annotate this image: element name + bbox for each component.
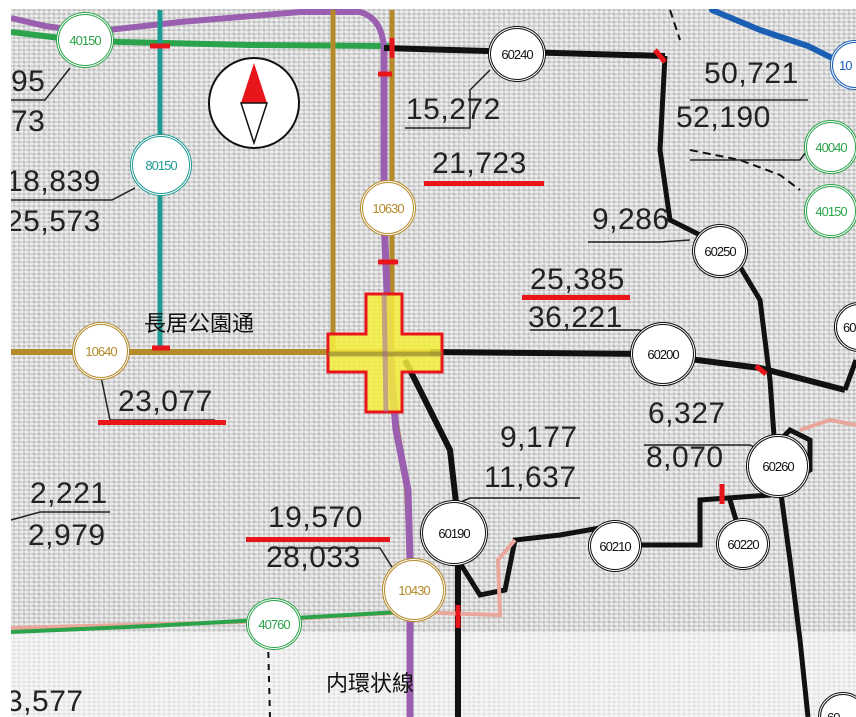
node-10630[interactable]: 10630: [360, 180, 416, 236]
count-label-emphasized: 21,723: [432, 147, 527, 180]
green-route-top: [10, 29, 391, 49]
emphasis-underline: [424, 181, 544, 186]
highlight-intersection-marker: [326, 292, 444, 414]
node-60210[interactable]: 60210: [588, 520, 642, 572]
north-arrow-compass-icon: [208, 57, 300, 149]
node-60260[interactable]: 60260: [746, 434, 810, 498]
count-label: 6,327: [648, 397, 726, 430]
node-60200[interactable]: 60200: [630, 322, 696, 386]
count-label: 3,577: [6, 685, 84, 717]
count-label: 95: [11, 65, 46, 98]
map-top-margin: [0, 0, 856, 9]
count-label: 9,177: [500, 421, 578, 454]
emphasis-underline: [246, 537, 390, 542]
dashed-route-top-right: [669, 9, 801, 191]
count-label: 73: [11, 105, 46, 138]
count-label: 36,221: [528, 301, 623, 334]
node-40760[interactable]: 40760: [246, 598, 302, 650]
count-label: 28,033: [266, 541, 361, 574]
node-10430[interactable]: 10430: [382, 558, 446, 622]
map-left-margin: [0, 0, 11, 717]
count-label-emphasized: 19,570: [268, 501, 363, 534]
road-name-inner-loop-line: 内環状線: [326, 672, 415, 697]
count-label-emphasized: 25,385: [530, 263, 625, 296]
node-40150-top[interactable]: 40150: [56, 12, 114, 68]
black-route-east: [429, 349, 846, 393]
count-label: 50,721: [704, 57, 799, 90]
count-label-emphasized: 23,077: [118, 385, 213, 418]
count-label: 18,839: [6, 165, 101, 198]
node-40040[interactable]: 40040: [804, 120, 856, 174]
count-label: 2,979: [28, 519, 106, 552]
node-60220[interactable]: 60220: [716, 518, 770, 570]
node-60250[interactable]: 60250: [692, 224, 748, 278]
map-background-area: [0, 632, 856, 717]
node-60240[interactable]: 60240: [488, 26, 546, 82]
blue-route: [709, 7, 843, 65]
red-markers: [150, 38, 768, 628]
count-label: 25,573: [6, 205, 101, 238]
green-route-bottom: [10, 610, 401, 634]
road-name-nagai-park-street: 長居公園通: [144, 312, 255, 337]
black-route-south-east: [455, 426, 813, 598]
purple-route-top: [10, 9, 387, 49]
count-label: 9,286: [592, 203, 670, 236]
node-40150-right[interactable]: 40150: [804, 184, 856, 238]
count-label: 8,070: [646, 441, 724, 474]
count-label: 52,190: [676, 101, 771, 134]
count-label: 11,637: [484, 461, 577, 494]
dashed-route-bottom: [267, 639, 271, 717]
emphasis-underline: [522, 295, 630, 300]
node-60190[interactable]: 60190: [420, 500, 488, 566]
node-10640[interactable]: 10640: [72, 322, 130, 380]
emphasis-underline: [98, 420, 226, 425]
black-route-right-edge: [842, 359, 856, 391]
count-label: 15,272: [406, 93, 501, 126]
count-label: 2,221: [30, 477, 108, 510]
node-80150[interactable]: 80150: [130, 134, 192, 196]
compass-needle: [239, 63, 269, 146]
black-route-right-vertical: [657, 55, 811, 717]
